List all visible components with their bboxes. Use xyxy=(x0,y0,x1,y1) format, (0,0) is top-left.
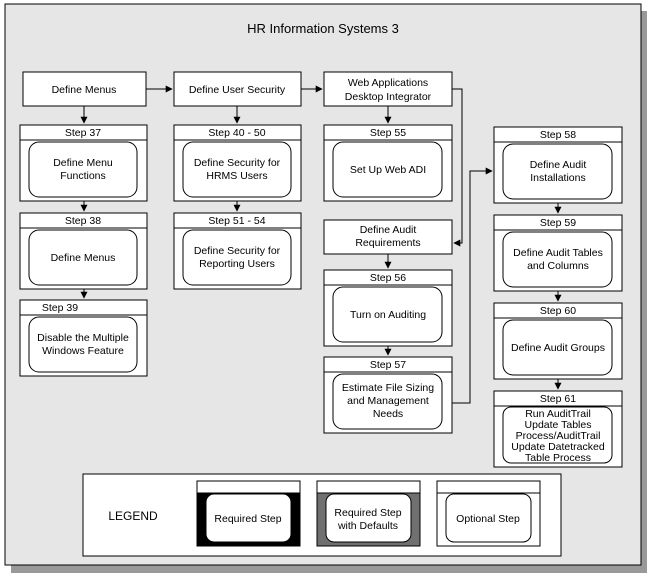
step-51-54-line2: Reporting Users xyxy=(199,258,275,270)
legend-defaults-line2: with Defaults xyxy=(337,520,398,532)
step-61-line5: Table Process xyxy=(525,452,591,464)
box-audit-req-line1: Define Audit xyxy=(360,224,417,236)
diagram-title: HR Information Systems 3 xyxy=(247,21,399,36)
step-39-line2: Windows Feature xyxy=(42,345,124,357)
step-56-line1: Turn on Auditing xyxy=(350,309,426,321)
legend-title: LEGEND xyxy=(108,509,158,523)
legend-optional-label: Optional Step xyxy=(456,513,520,525)
step-40-50-label: Step 40 - 50 xyxy=(208,127,265,139)
box-define-audit-requirements: Define Audit Requirements xyxy=(323,219,453,255)
step-57-line2: and Management xyxy=(347,395,429,407)
step-51-54: Step 51 - 54 Define Security for Reporti… xyxy=(173,212,302,290)
box-define-user-security-label: Define User Security xyxy=(189,84,286,96)
step-40-50-line2: HRMS Users xyxy=(206,170,267,182)
step-40-50-line1: Define Security for xyxy=(194,157,281,169)
step-59: Step 59 Define Audit Tables and Columns xyxy=(493,214,623,292)
box-define-user-security: Define User Security xyxy=(173,71,302,107)
box-audit-req-line2: Requirements xyxy=(355,237,420,249)
legend-defaults-line1: Required Step xyxy=(334,507,401,519)
step-57-label: Step 57 xyxy=(370,359,406,371)
step-58-line1: Define Audit xyxy=(530,159,587,171)
step-59-line2: and Columns xyxy=(527,260,589,272)
connectors xyxy=(80,85,562,404)
step-61-line3: Process/AuditTrail xyxy=(516,430,601,442)
step-57-line1: Estimate File Sizing xyxy=(342,382,434,394)
step-55: Step 55 Set Up Web ADI xyxy=(323,124,453,202)
step-56-label: Step 56 xyxy=(370,272,406,284)
step-61: Step 61 Run AuditTrail Update Tables Pro… xyxy=(493,390,623,468)
step-55-line1: Set Up Web ADI xyxy=(350,164,426,176)
step-37: Step 37 Define Menu Functions xyxy=(19,124,148,202)
step-39-label: Step 39 xyxy=(42,302,78,314)
step-61-line1: Run AuditTrail xyxy=(525,408,591,420)
step-59-label: Step 59 xyxy=(540,217,576,229)
step-57-line3: Needs xyxy=(373,408,403,420)
step-38-line1: Define Menus xyxy=(51,252,116,264)
arrow-s57-to-s58 xyxy=(452,167,493,404)
step-37-label: Step 37 xyxy=(65,127,101,139)
step-55-label: Step 55 xyxy=(370,127,406,139)
step-57: Step 57 Estimate File Sizing and Managem… xyxy=(323,356,453,434)
step-37-line1: Define Menu xyxy=(53,157,113,169)
step-51-54-line1: Define Security for xyxy=(194,245,281,257)
box-define-menus-label: Define Menus xyxy=(52,84,117,96)
step-51-54-label: Step 51 - 54 xyxy=(208,215,265,227)
step-38: Step 38 Define Menus xyxy=(19,212,148,290)
arrow-webadi-to-audit-req xyxy=(452,88,463,247)
step-61-line2: Update Tables xyxy=(525,419,592,431)
box-web-adi: Web Applications Desktop Integrator xyxy=(323,71,453,107)
legend-optional-step: Optional Step xyxy=(436,480,541,547)
step-61-line4: Update Datetracked xyxy=(511,441,605,453)
step-56: Step 56 Turn on Auditing xyxy=(323,269,453,347)
legend-required-defaults: Required Step with Defaults xyxy=(316,480,421,547)
box-web-adi-line1: Web Applications xyxy=(348,77,428,89)
step-37-line2: Functions xyxy=(60,170,106,182)
step-58-line2: Installations xyxy=(530,172,585,184)
step-61-label: Step 61 xyxy=(540,393,576,405)
legend: LEGEND Required Step Required Step with … xyxy=(82,473,562,557)
step-60-label: Step 60 xyxy=(540,305,576,317)
step-39-line1: Disable the Multiple xyxy=(37,332,129,344)
step-58: Step 58 Define Audit Installations xyxy=(493,126,623,204)
step-38-label: Step 38 xyxy=(65,215,101,227)
legend-required-label: Required Step xyxy=(214,513,281,525)
box-web-adi-line2: Desktop Integrator xyxy=(345,91,432,103)
step-59-line1: Define Audit Tables xyxy=(513,247,603,259)
step-40-50: Step 40 - 50 Define Security for HRMS Us… xyxy=(173,124,302,202)
step-58-label: Step 58 xyxy=(540,129,576,141)
step-60-line1: Define Audit Groups xyxy=(511,342,605,354)
box-define-menus: Define Menus xyxy=(22,71,147,107)
legend-required-step: Required Step xyxy=(196,480,301,547)
step-39: Step 39 Disable the Multiple Windows Fea… xyxy=(19,299,148,377)
step-60: Step 60 Define Audit Groups xyxy=(493,302,623,380)
